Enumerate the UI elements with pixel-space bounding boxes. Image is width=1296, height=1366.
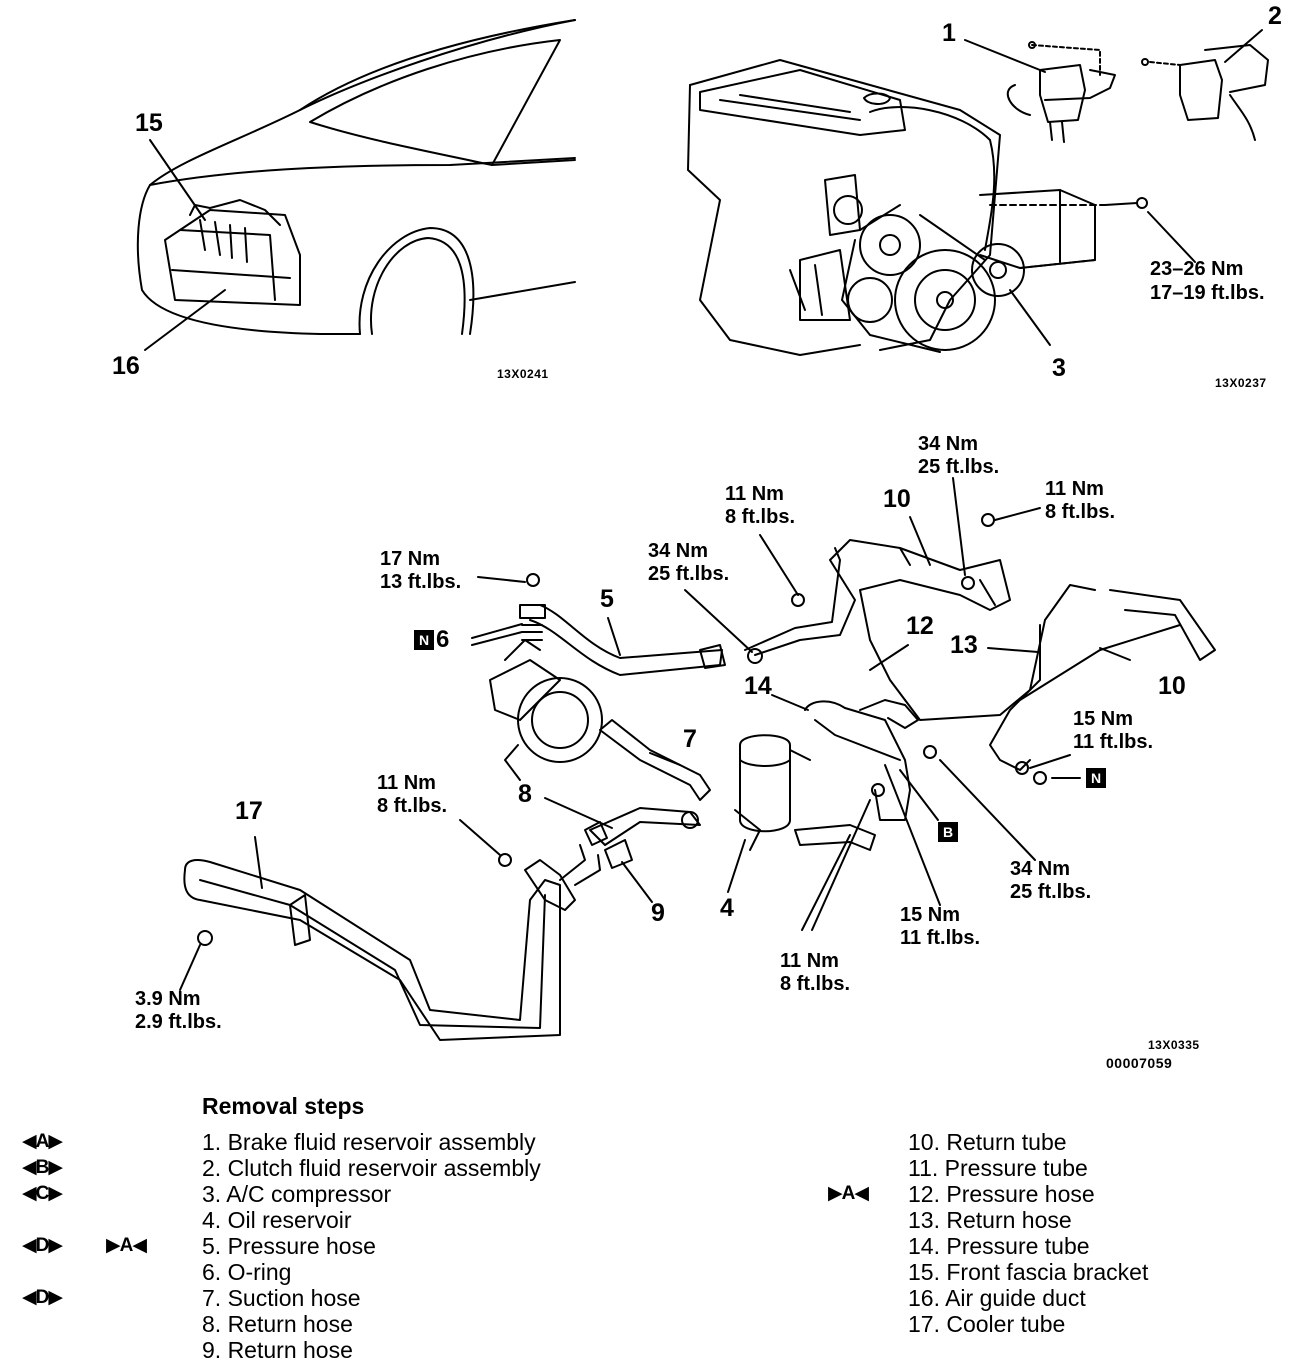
callout-7: 7	[683, 725, 697, 753]
removal-step: 15. Front fascia bracket	[908, 1259, 1149, 1285]
callout-4: 4	[720, 894, 734, 922]
callout-17: 17	[235, 797, 263, 825]
figure-code-car: 13X0241	[497, 367, 549, 381]
removal-step: 13. Return hose	[908, 1207, 1072, 1233]
service-point-b-box: B	[938, 822, 958, 842]
removal-step: 1. Brake fluid reservoir assembly	[202, 1129, 536, 1155]
engine-view	[687, 59, 1196, 356]
removal-step: 9. Return hose	[202, 1337, 353, 1363]
removal-step: 6. O-ring	[202, 1259, 292, 1285]
callout-5: 5	[600, 585, 614, 613]
callout-15: 15	[135, 109, 163, 137]
removal-step: 11. Pressure tube	[908, 1155, 1088, 1181]
installation-mark: ▶A◀	[106, 1235, 147, 1256]
new-part-box: N	[414, 630, 434, 650]
removal-step: 12. Pressure hose	[908, 1181, 1095, 1207]
callout-12: 12	[906, 612, 934, 640]
removal-step: 2. Clutch fluid reservoir assembly	[202, 1155, 541, 1181]
removal-step: 14. Pressure tube	[908, 1233, 1090, 1259]
removal-step: 10. Return tube	[908, 1129, 1067, 1155]
callout-10-top: 10	[883, 485, 911, 513]
callout-9: 9	[651, 899, 665, 927]
removal-step: 3. A/C compressor	[202, 1181, 392, 1207]
removal-step: 16. Air guide duct	[908, 1285, 1086, 1311]
document-code: 00007059	[1106, 1055, 1173, 1071]
callout-3: 3	[1052, 354, 1066, 382]
callout-10-right: 10	[1158, 672, 1186, 700]
installation-mark: ▶A◀	[828, 1183, 869, 1204]
callout-2: 2	[1268, 2, 1282, 30]
removal-step: 17. Cooler tube	[908, 1311, 1066, 1337]
figure-code-engine: 13X0237	[1215, 376, 1267, 390]
pump-and-hoses	[179, 477, 1216, 1041]
service-mark: ◀A▶	[22, 1131, 63, 1152]
callout-1: 1	[942, 19, 956, 47]
removal-step: 8. Return hose	[202, 1311, 353, 1337]
removal-step: 5. Pressure hose	[202, 1233, 376, 1259]
service-mark: ◀D▶	[22, 1235, 63, 1256]
car-front-view	[136, 19, 576, 351]
removal-step: 7. Suction hose	[202, 1285, 361, 1311]
service-mark: ◀B▶	[22, 1157, 63, 1178]
new-part-box-right: N	[1086, 768, 1106, 788]
figure-code-main: 13X0335	[1148, 1038, 1200, 1052]
callout-13: 13	[950, 631, 978, 659]
removal-step: 4. Oil reservoir	[202, 1207, 352, 1233]
callout-8: 8	[518, 780, 532, 808]
service-mark: ◀D▶	[22, 1287, 63, 1308]
service-mark: ◀C▶	[22, 1183, 63, 1204]
callout-16: 16	[112, 352, 140, 380]
callout-14: 14	[744, 672, 772, 700]
removal-steps-title: Removal steps	[202, 1093, 365, 1119]
brake-fluid-reservoir	[964, 39, 1116, 143]
clutch-fluid-reservoir	[1141, 29, 1269, 141]
